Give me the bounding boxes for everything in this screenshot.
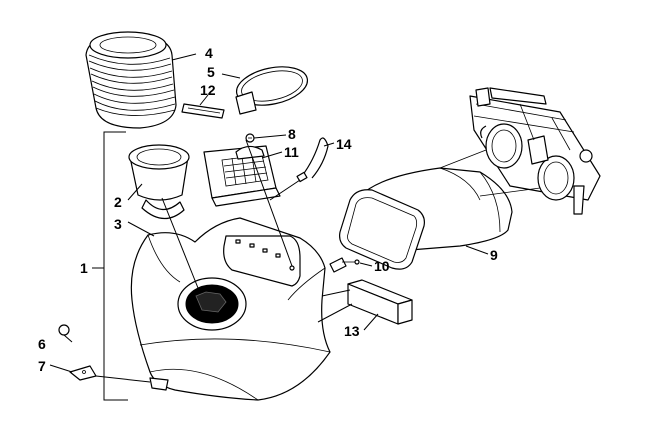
part-10-fitting <box>329 257 360 273</box>
callout-14: 14 <box>336 136 352 152</box>
callout-12: 12 <box>200 82 216 98</box>
part-12-pad <box>181 103 225 119</box>
part-7-bracket <box>69 365 97 381</box>
callout-5: 5 <box>207 64 215 80</box>
part-2-adapter <box>128 144 190 220</box>
callout-labels: 1 2 3 4 5 6 7 8 9 10 11 12 13 14 <box>38 45 498 374</box>
part-13-foam-block <box>347 279 413 325</box>
throttle-body-assembly <box>469 87 601 215</box>
part-3-airbox <box>130 217 331 401</box>
part-14-sensor-hose <box>296 137 329 183</box>
part-9-intake-duct <box>339 167 513 270</box>
part-11-filter-box <box>203 145 281 207</box>
callout-7: 7 <box>38 358 46 374</box>
part-5-clamp <box>235 66 309 115</box>
callout-8: 8 <box>288 126 296 142</box>
callout-9: 9 <box>490 247 498 263</box>
callout-4: 4 <box>205 45 213 61</box>
callout-2: 2 <box>114 194 122 210</box>
callout-6: 6 <box>38 336 46 352</box>
leader-lines <box>49 53 489 401</box>
callout-3: 3 <box>114 216 122 232</box>
part-6-grommet <box>58 324 70 336</box>
callout-11: 11 <box>284 144 299 160</box>
callout-10: 10 <box>374 258 390 274</box>
part-8-screw <box>245 133 255 143</box>
part-4-bellows-boot <box>85 31 177 129</box>
callout-13: 13 <box>344 323 360 339</box>
callout-1: 1 <box>80 260 88 276</box>
